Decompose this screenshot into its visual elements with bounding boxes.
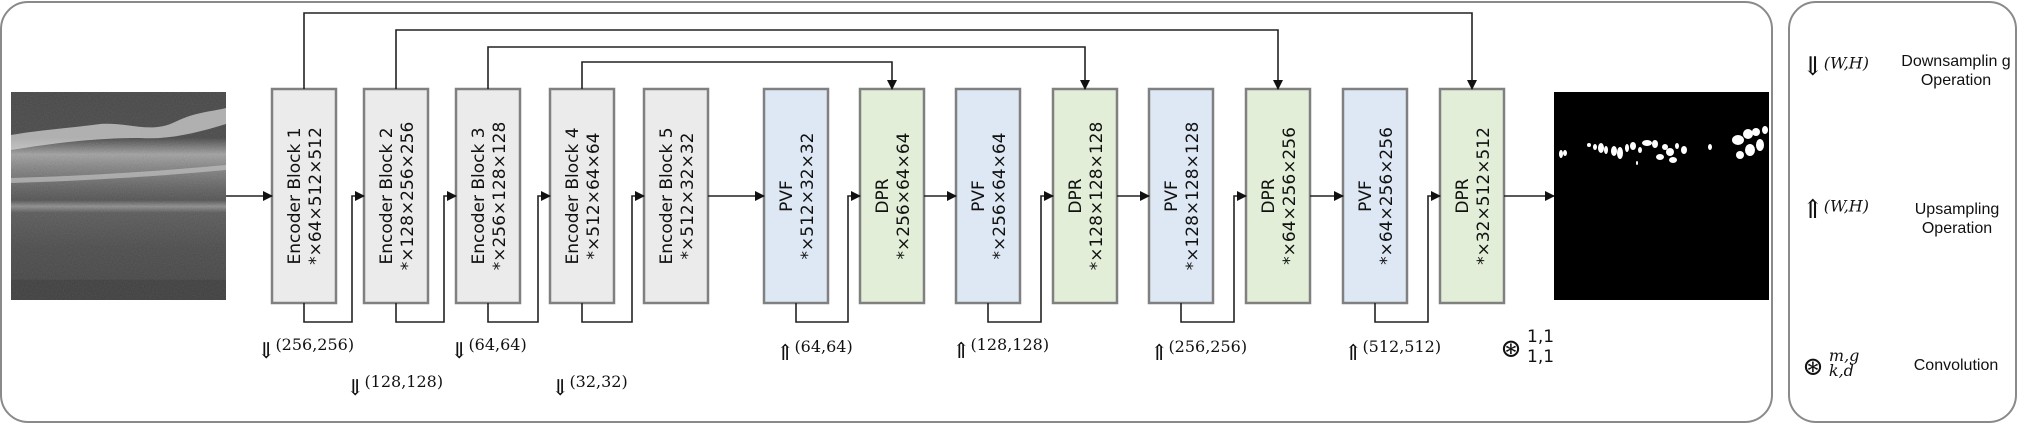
block-title: Encoder Block 1 <box>285 127 305 264</box>
block-title: Encoder Block 5 <box>657 127 677 264</box>
encoder-block: Encoder Block 1*×64×512×512 <box>270 87 338 305</box>
sampling-labels: ⇓(256,256) ⇓(128,128)⇓(64,64) ⇓(32,32) ⇑(64… <box>257 327 1554 401</box>
sampling-connector <box>1374 191 1441 323</box>
legend-panel <box>1788 1 2017 423</box>
block-shape: *×512×32×32 <box>678 133 698 260</box>
sampling-connector <box>987 191 1054 323</box>
pvf-block: PVF*×128×128×128 <box>1147 87 1215 305</box>
up-double-arrow-icon: ⇑ <box>1344 341 1362 366</box>
input-oct-image <box>11 92 226 300</box>
skip-connection <box>395 29 1283 90</box>
block-shape: *×256×64×64 <box>990 133 1010 260</box>
downsample-label: ⇓(256,256) <box>257 335 354 364</box>
legend-downsample-label: Downsamplin g Operation <box>1901 53 2011 89</box>
block-shape: *×64×256×256 <box>1377 127 1397 265</box>
dpr-block: DPR*×128×128×128 <box>1051 87 1119 305</box>
skip-connection <box>487 46 1090 90</box>
downsample-label: ⇓(128,128) <box>346 372 443 401</box>
up-double-arrow-icon: ⇑ <box>1150 341 1168 366</box>
block-shape: *×64×512×512 <box>306 127 326 265</box>
up-double-arrow-icon: ⇑ <box>952 339 970 364</box>
skip-connection <box>581 61 897 90</box>
svg-text:1,1: 1,1 <box>1527 347 1554 367</box>
down-double-arrow-icon: ⇓ <box>257 339 275 364</box>
upsample-label: ⇑(64,64) <box>776 337 853 366</box>
sampling-connector <box>795 191 861 323</box>
sampling-connector <box>581 191 645 323</box>
block-shape: *×512×64×64 <box>584 133 604 260</box>
block-title: Encoder Block 3 <box>469 127 489 264</box>
block-title: PVF <box>969 180 989 212</box>
encoder-block: Encoder Block 5*×512×32×32 <box>642 87 710 305</box>
encoder-block: Encoder Block 2*×128×256×256 <box>362 87 430 305</box>
block-title: PVF <box>777 180 797 212</box>
block-title: Encoder Block 4 <box>563 127 583 264</box>
sampling-connector <box>1180 191 1247 323</box>
block-shape: *×128×128×128 <box>1183 122 1203 271</box>
up-double-arrow-icon: ⇑ <box>776 341 794 366</box>
sampling-connector <box>487 191 551 323</box>
skip-connection <box>303 12 1477 90</box>
connections <box>226 12 1555 323</box>
downsample-label: ⇓(64,64) <box>450 335 527 364</box>
circled-asterisk-icon: ⊛ <box>1802 352 1824 382</box>
dpr-block: DPR*×32×512×512 <box>1438 87 1506 305</box>
down-double-arrow-icon: ⇓ <box>450 339 468 364</box>
upsample-label: ⇑(128,128) <box>952 335 1049 364</box>
block-title: DPR <box>1259 178 1279 213</box>
block-title: DPR <box>873 178 893 213</box>
down-double-arrow-icon: ⇓ <box>1802 52 1824 82</box>
legend-upsample-symbol: ⇑(W,H) <box>1802 195 1869 225</box>
legend-upsample-label: Upsampling Operation <box>1914 201 2000 237</box>
sampling-connector <box>395 191 457 323</box>
dpr-block: DPR*×256×64×64 <box>858 87 926 305</box>
block-title: DPR <box>1066 178 1086 213</box>
upsample-label: ⇑(256,256) <box>1150 337 1247 366</box>
up-double-arrow-icon: ⇑ <box>1802 195 1824 225</box>
legend-convolution-label: Convolution <box>1913 357 1999 374</box>
block-title: PVF <box>1162 180 1182 212</box>
circled-asterisk-icon: ⊛ <box>1500 334 1522 364</box>
dpr-block: DPR*×64×256×256 <box>1244 87 1312 305</box>
down-double-arrow-icon: ⇓ <box>346 376 364 401</box>
down-double-arrow-icon: ⇓ <box>551 376 569 401</box>
output-segmentation-mask <box>1554 92 1769 300</box>
legend-downsample-symbol: ⇓(W,H) <box>1802 52 1869 82</box>
legend-convolution-symbol: ⊛ m,g k,d <box>1802 345 1860 382</box>
pvf-block: PVF*×256×64×64 <box>954 87 1022 305</box>
block-title: DPR <box>1453 178 1473 213</box>
block-title: Encoder Block 2 <box>377 127 397 264</box>
sampling-connector <box>303 191 365 323</box>
block-shape: *×128×256×256 <box>398 122 418 271</box>
block-shape: *×512×32×32 <box>798 133 818 260</box>
encoder-block: Encoder Block 3*×256×128×128 <box>454 87 522 305</box>
encoder-block: Encoder Block 4*×512×64×64 <box>548 87 616 305</box>
block-shape: *×32×512×512 <box>1474 127 1494 265</box>
block-shape: *×64×256×256 <box>1280 127 1300 265</box>
block-title: PVF <box>1356 180 1376 212</box>
block-shape: *×128×128×128 <box>1087 122 1107 271</box>
block-shape: *×256×64×64 <box>894 133 914 260</box>
upsample-label: ⇑(512,512) <box>1344 337 1441 366</box>
pvf-block: PVF*×512×32×32 <box>762 87 830 305</box>
block-shape: *×256×128×128 <box>490 122 510 271</box>
downsample-label: ⇓(32,32) <box>551 372 628 401</box>
final-convolution-label: ⊛1,11,1 <box>1500 327 1554 367</box>
pvf-block: PVF*×64×256×256 <box>1341 87 1409 305</box>
svg-text:1,1: 1,1 <box>1527 327 1554 347</box>
